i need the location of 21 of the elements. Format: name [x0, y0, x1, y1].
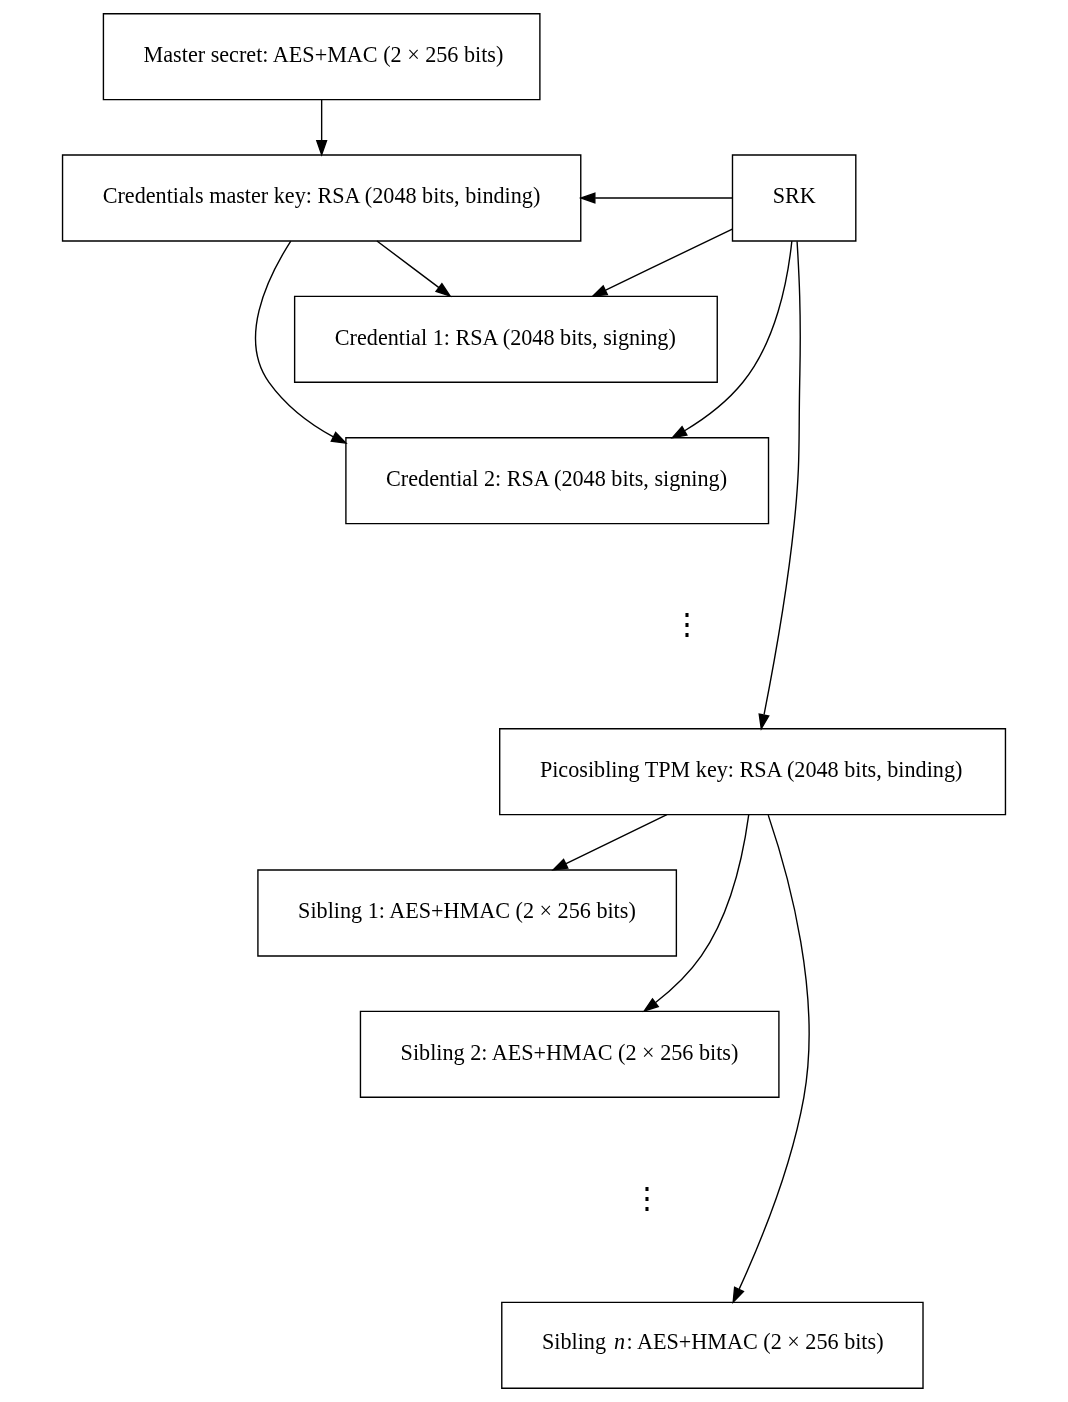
- arrow: [578, 192, 733, 204]
- label: ⋮: [672, 606, 703, 641]
- node-box: Credential 2: RSA (2048 bits, signing): [345, 437, 770, 525]
- arrow: [758, 240, 802, 731]
- arrow: [732, 814, 810, 1304]
- node-box: Sibling 1: AES+HMAC (2 × 256 bits): [257, 869, 678, 957]
- arrow: [642, 814, 750, 1013]
- node-box: Sibling n: AES+HMAC (2 × 256 bits): [501, 1301, 924, 1389]
- node-box: Credentials master key: RSA (2048 bits, binding): [61, 154, 582, 242]
- node-box: Picosibling TPM key: RSA (2048 bits, binding): [499, 728, 1007, 816]
- arrow: [254, 240, 348, 445]
- arrow: [315, 98, 328, 157]
- label: ⋮: [632, 1180, 663, 1215]
- arrow: [376, 240, 452, 298]
- node-box: SRK: [731, 154, 857, 242]
- node-box: Credential 1: RSA (2048 bits, signing): [293, 295, 718, 383]
- arrow: [551, 813, 668, 871]
- arrow: [590, 228, 733, 298]
- node-box: Master secret: AES+MAC (2 × 256 bits): [102, 13, 541, 101]
- node-box: Sibling 2: AES+HMAC (2 × 256 bits): [359, 1010, 780, 1098]
- arrow: [670, 240, 793, 439]
